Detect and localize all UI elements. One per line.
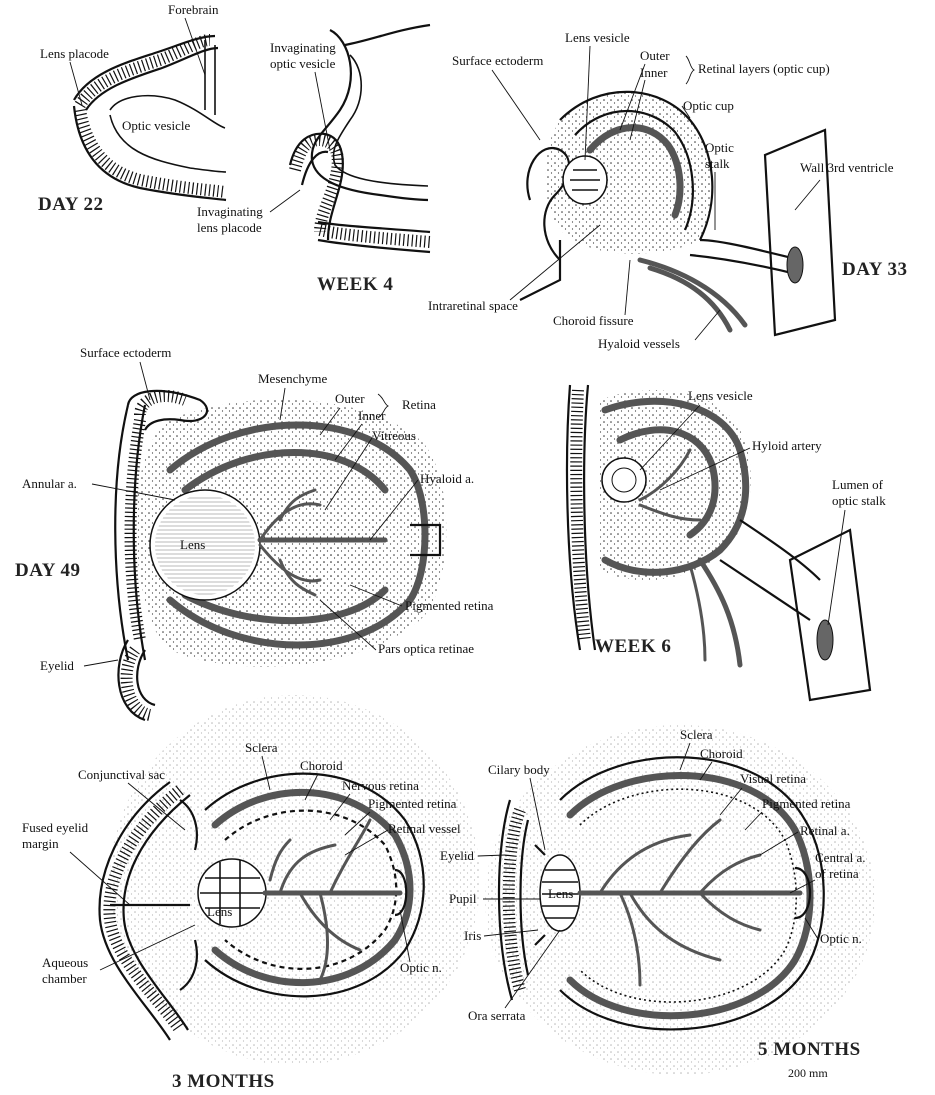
month3-aqueous-1: Aqueous bbox=[42, 955, 88, 970]
day49-mesenchyme-label: Mesenchyme bbox=[258, 371, 328, 386]
month5-choroid-label: Choroid bbox=[700, 746, 743, 761]
day33-surface-ectoderm-label: Surface ectoderm bbox=[452, 53, 543, 68]
panel-day22: Forebrain Lens placode Optic vesicle DAY… bbox=[38, 2, 226, 215]
month3-fused-eyelid-2: margin bbox=[22, 836, 59, 851]
day49-lens-label: Lens bbox=[180, 537, 205, 552]
month5-sclera-label: Sclera bbox=[680, 727, 713, 742]
week4-title: WEEK 4 bbox=[317, 274, 393, 295]
day49-title: DAY 49 bbox=[15, 560, 80, 581]
day22-forebrain-label: Forebrain bbox=[168, 2, 219, 17]
day33-choroid-fissure-label: Choroid fissure bbox=[553, 313, 634, 328]
day49-pars-optica-label: Pars optica retinae bbox=[378, 641, 474, 656]
day33-title: DAY 33 bbox=[842, 259, 907, 280]
month5-pigmented-retina-label: Pigmented retina bbox=[762, 796, 851, 811]
month5-optic-n-label: Optic n. bbox=[820, 931, 862, 946]
day33-intraretinal-label: Intraretinal space bbox=[428, 298, 518, 313]
month5-central-a-1: Central a. bbox=[815, 850, 866, 865]
day49-surface-ectoderm-label: Surface ectoderm bbox=[80, 345, 171, 360]
month3-choroid-label: Choroid bbox=[300, 758, 343, 773]
panel-day33: Surface ectoderm Lens vesicle Outer Inne… bbox=[428, 30, 907, 351]
month3-aqueous-2: chamber bbox=[42, 971, 87, 986]
month3-lens-label: Lens bbox=[207, 904, 232, 919]
day33-optic-stalk-2: stalk bbox=[705, 156, 730, 171]
month3-pigmented-retina-label: Pigmented retina bbox=[368, 796, 457, 811]
month5-subtitle: 200 mm bbox=[788, 1066, 828, 1080]
month3-conjunctival-label: Conjunctival sac bbox=[78, 767, 165, 782]
day33-lens-vesicle-label: Lens vesicle bbox=[565, 30, 630, 45]
week6-hyloid-artery-label: Hyloid artery bbox=[752, 438, 822, 453]
day49-vitreous-label: Vitreous bbox=[372, 428, 416, 443]
panel-week4: Invaginating optic vesicle Invaginating … bbox=[197, 25, 430, 295]
day49-annular-label: Annular a. bbox=[22, 476, 77, 491]
week4-invag-lens-2: lens placode bbox=[197, 220, 262, 235]
day49-pigmented-retina-label: Pigmented retina bbox=[405, 598, 494, 613]
month5-pupil-label: Pupil bbox=[449, 891, 477, 906]
day49-retina-label: Retina bbox=[402, 397, 436, 412]
month3-sclera-label: Sclera bbox=[245, 740, 278, 755]
panel-3months: Sclera Choroid Conjunctival sac Nervous … bbox=[22, 695, 480, 1092]
day49-outer-label: Outer bbox=[335, 391, 365, 406]
month3-nervous-retina-label: Nervous retina bbox=[342, 778, 419, 793]
month5-ora-serrata-label: Ora serrata bbox=[468, 1008, 526, 1023]
month5-iris-label: Iris bbox=[464, 928, 481, 943]
day22-optic-vesicle-label: Optic vesicle bbox=[122, 118, 190, 133]
day49-eyelid-label: Eyelid bbox=[40, 658, 74, 673]
month5-title: 5 MONTHS bbox=[758, 1039, 861, 1060]
week4-invag-optic-1: Invaginating bbox=[270, 40, 336, 55]
panel-day49: Surface ectoderm Mesenchyme Outer Inner … bbox=[15, 345, 494, 720]
day33-retinal-layers-label: Retinal layers (optic cup) bbox=[698, 61, 830, 76]
month3-title: 3 MONTHS bbox=[172, 1071, 275, 1092]
day49-inner-label: Inner bbox=[358, 408, 386, 423]
month5-central-a-2: of retina bbox=[815, 866, 859, 881]
week4-invag-lens-1: Invaginating bbox=[197, 204, 263, 219]
month3-optic-n-label: Optic n. bbox=[400, 960, 442, 975]
day33-hyaloid-vessels-label: Hyaloid vessels bbox=[598, 336, 680, 351]
month5-retinal-a-label: Retinal a. bbox=[800, 823, 850, 838]
month3-retinal-vessel-label: Retinal vessel bbox=[388, 821, 461, 836]
month5-ciliary-label: Cilary body bbox=[488, 762, 550, 777]
week4-invag-optic-2: optic vesicle bbox=[270, 56, 336, 71]
day22-lens-placode-label: Lens placode bbox=[40, 46, 109, 61]
day49-hyaloid-label: Hyaloid a. bbox=[420, 471, 474, 486]
day33-optic-stalk-1: Optic bbox=[705, 140, 734, 155]
week6-lens-vesicle-label: Lens vesicle bbox=[688, 388, 753, 403]
day33-ventricle-label: Wall 3rd ventricle bbox=[800, 160, 894, 175]
month3-fused-eyelid-1: Fused eyelid bbox=[22, 820, 89, 835]
day33-outer-label: Outer bbox=[640, 48, 670, 63]
panel-week6: Lens vesicle Hyloid artery Lumen of opti… bbox=[567, 385, 886, 700]
month5-lens-label: Lens bbox=[548, 886, 573, 901]
month5-visual-retina-label: Visual retina bbox=[740, 771, 806, 786]
week6-lumen-2: optic stalk bbox=[832, 493, 886, 508]
week6-title: WEEK 6 bbox=[595, 636, 671, 657]
day33-optic-cup-label: Optic cup bbox=[683, 98, 734, 113]
week6-lumen-1: Lumen of bbox=[832, 477, 884, 492]
day22-title: DAY 22 bbox=[38, 194, 103, 215]
panel-5months: Sclera Choroid Cilary body Visual retina… bbox=[440, 725, 875, 1080]
month5-eyelid-label: Eyelid bbox=[440, 848, 474, 863]
